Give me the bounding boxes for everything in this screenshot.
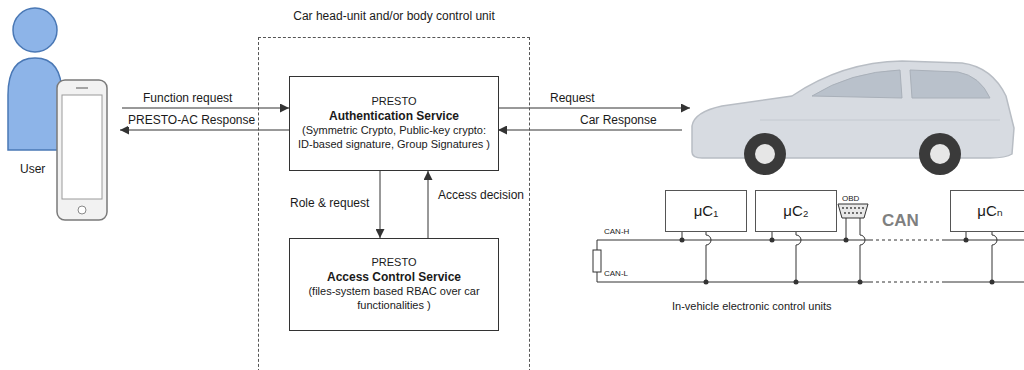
bus-junctions	[680, 238, 995, 285]
ecu-name: μC₂	[783, 202, 808, 221]
process-box: PRESTOAuthentication Service(Symmetric C…	[289, 76, 499, 171]
flow-arrow	[428, 171, 429, 238]
node-text: User	[20, 162, 45, 177]
node-text: PRESTO	[371, 95, 416, 109]
caption-label: In-vehicle electronic control units	[672, 300, 832, 313]
arrow-label: Car Response	[580, 113, 657, 127]
signal-name: CAN-L	[604, 269, 628, 279]
user-icon	[8, 8, 62, 150]
edge-label: PRESTO-AC Response	[128, 113, 255, 127]
request-arrow	[498, 108, 690, 109]
arrow-label: Request	[550, 91, 595, 105]
flow-arrow	[122, 108, 289, 109]
ecu-box: μC₂	[755, 190, 837, 232]
car-illustration	[692, 61, 1014, 175]
flow-arrow	[120, 130, 289, 131]
ecu-box: μCₙ	[950, 190, 1024, 232]
bus-name: CAN	[882, 211, 919, 231]
node-text: Car head-unit and/or body control unit	[259, 9, 529, 24]
edge-label: Role & request	[290, 196, 369, 210]
edge-label: Function request	[143, 91, 232, 105]
flow-arrow	[380, 171, 381, 238]
box-title: Authentication Service	[329, 109, 459, 124]
box-title: Access Control Service	[327, 270, 461, 285]
terminating-resistor	[593, 250, 601, 272]
response-arrow	[498, 130, 682, 131]
user-actor: User	[0, 0, 112, 225]
edge-label: Access decision	[438, 188, 524, 202]
obd-connector	[838, 204, 868, 218]
node-text: PRESTO	[371, 256, 416, 270]
node-text: (Symmetric Crypto, Public-key crypto: ID…	[298, 124, 490, 152]
node-text: (files-system based RBAC over car functi…	[298, 285, 490, 313]
signal-name: CAN-H	[604, 227, 629, 237]
ecu-name: μCₙ	[977, 202, 1002, 221]
process-box: PRESTOAccess Control Service(files-syste…	[289, 238, 499, 331]
ecu-box: μC₁	[665, 190, 747, 232]
ecu-name: μC₁	[694, 202, 719, 221]
connector-name: OBD	[842, 194, 859, 204]
phone-icon	[57, 80, 107, 220]
